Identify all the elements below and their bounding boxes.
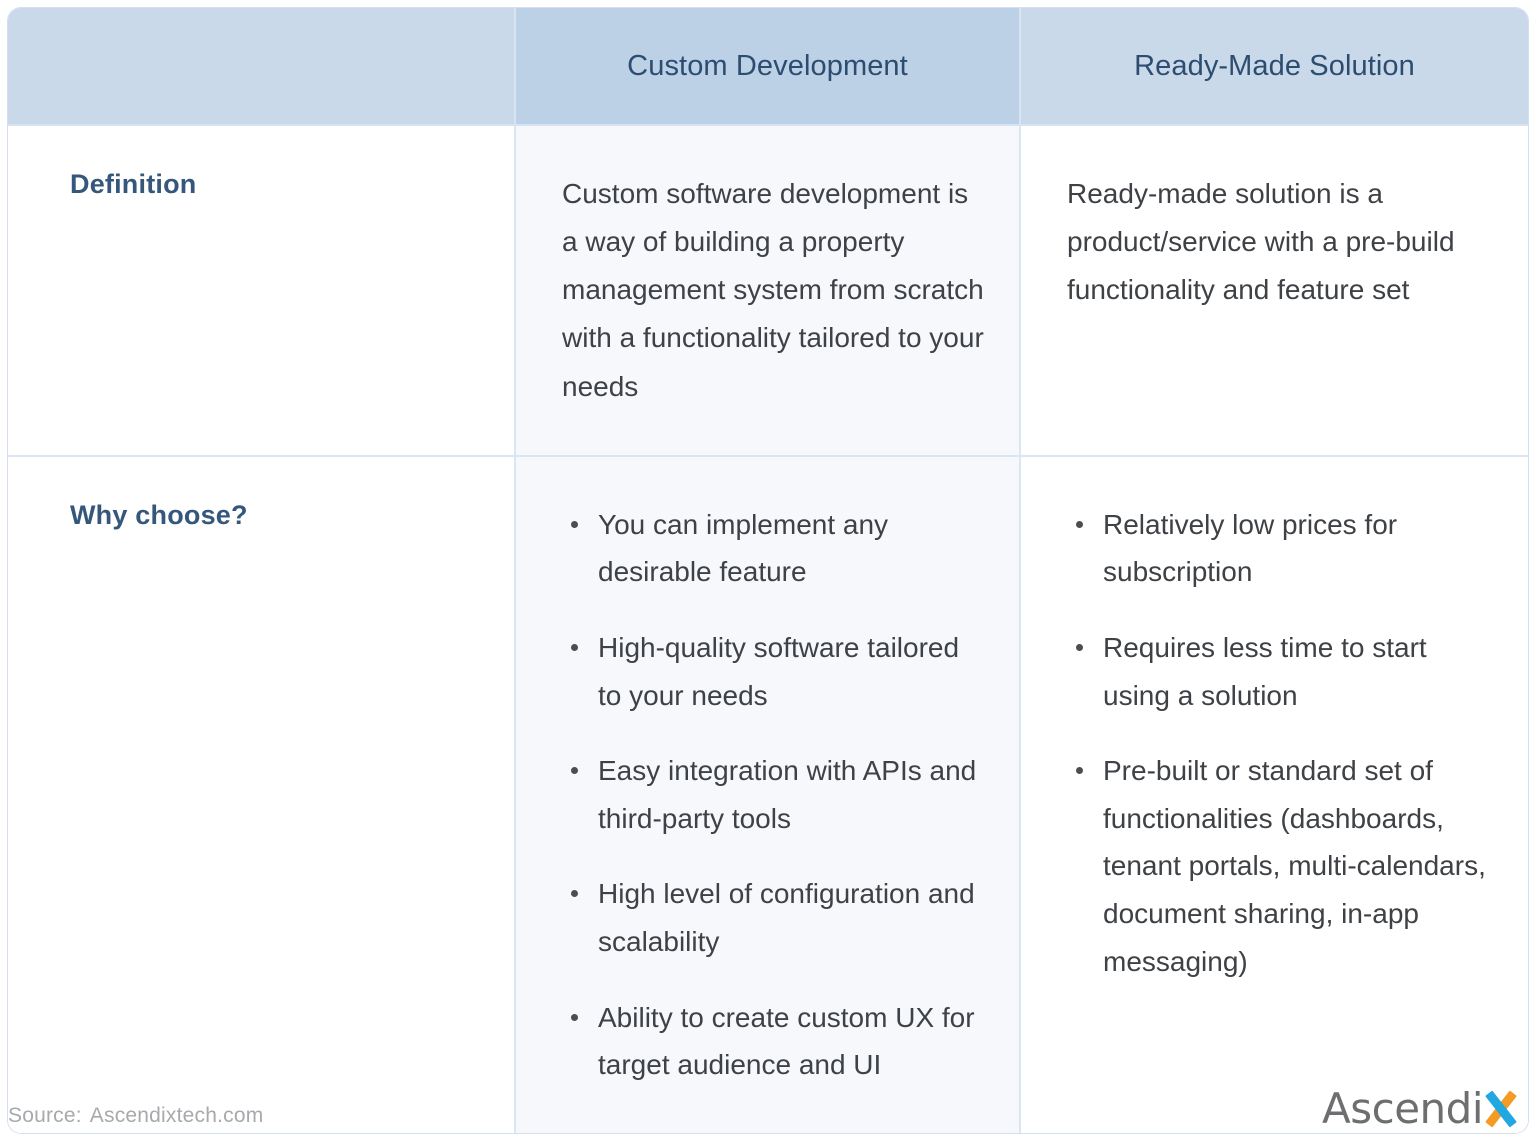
ascendix-logo: Ascendi: [1322, 1086, 1518, 1132]
table-body: Definition Custom software development i…: [8, 124, 1528, 1133]
list-item: Pre-built or standard set of functionali…: [1069, 747, 1494, 985]
source-note: Source: Ascendixtech.com: [8, 1104, 263, 1128]
comparison-table: Custom Development Ready-Made Solution D…: [8, 8, 1528, 1133]
list-item: Relatively low prices for subscription: [1069, 501, 1494, 596]
brand-x-icon: [1484, 1090, 1518, 1128]
list-item: Requires less time to start using a solu…: [1069, 624, 1494, 719]
comparison-table-container: Custom Development Ready-Made Solution D…: [8, 8, 1528, 1133]
row-label-why-choose: Why choose?: [70, 499, 248, 530]
table-row-definition: Definition Custom software development i…: [8, 124, 1528, 455]
list-item: Easy integration with APIs and third-par…: [564, 747, 987, 842]
source-label: Source:: [8, 1104, 82, 1127]
list-item: High level of configuration and scalabil…: [564, 870, 987, 965]
cell-definition-ready-made-solution: Ready-made solution is a product/service…: [1021, 124, 1528, 455]
row-label-cell-definition: Definition: [8, 124, 514, 455]
header-cell-custom-development: Custom Development: [514, 8, 1021, 124]
brand-wordmark: Ascendi: [1322, 1084, 1484, 1133]
row-label-definition: Definition: [70, 169, 197, 199]
list-item: High-quality software tailored to your n…: [564, 624, 987, 719]
cell-definition-custom-development: Custom software development is a way of …: [514, 124, 1021, 455]
header-cell-blank: [8, 8, 514, 124]
definition-custom-development-text: Custom software development is a way of …: [562, 178, 984, 402]
why-choose-ready-made-solution-list: Relatively low prices for subscription R…: [1043, 501, 1494, 985]
footer: Source: Ascendixtech.com Ascendi: [0, 1078, 1536, 1146]
list-item: You can implement any desirable feature: [564, 501, 987, 596]
why-choose-custom-development-list: You can implement any desirable feature …: [546, 501, 987, 1089]
header-row: Custom Development Ready-Made Solution: [8, 8, 1528, 124]
source-value: Ascendixtech.com: [89, 1104, 264, 1127]
table-header: Custom Development Ready-Made Solution: [8, 8, 1528, 124]
list-item: Ability to create custom UX for target a…: [564, 994, 987, 1089]
definition-ready-made-solution-text: Ready-made solution is a product/service…: [1067, 178, 1455, 306]
table-row-why-choose: Why choose? You can implement any desira…: [8, 454, 1528, 1133]
header-cell-ready-made-solution: Ready-Made Solution: [1021, 8, 1528, 124]
row-label-cell-why-choose: Why choose?: [8, 454, 514, 1133]
cell-why-choose-custom-development: You can implement any desirable feature …: [514, 454, 1021, 1133]
cell-why-choose-ready-made-solution: Relatively low prices for subscription R…: [1021, 454, 1528, 1133]
